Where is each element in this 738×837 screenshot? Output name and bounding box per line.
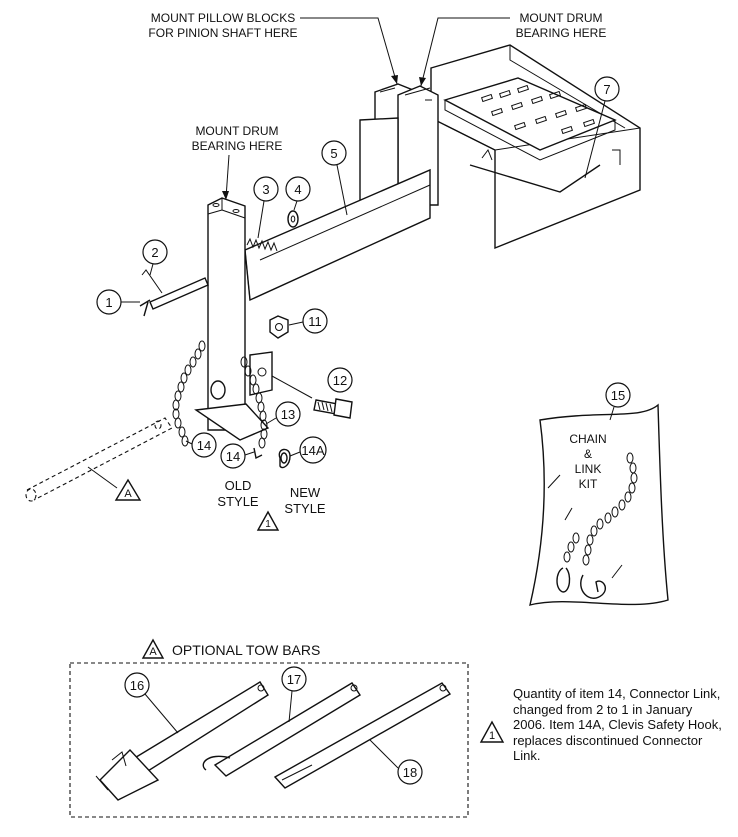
svg-text:1: 1	[489, 730, 495, 742]
part-number-2: 2	[142, 239, 168, 276]
svg-text:18: 18	[403, 765, 417, 780]
svg-text:14: 14	[197, 438, 211, 453]
svg-text:17: 17	[287, 672, 301, 687]
svg-text:11: 11	[308, 314, 322, 329]
svg-text:13: 13	[281, 407, 295, 422]
svg-text:1: 1	[105, 295, 112, 310]
safety-chains	[172, 340, 291, 469]
svg-text:&: &	[584, 447, 592, 461]
tow-bar-17: 17	[202, 666, 361, 777]
svg-text:15: 15	[611, 388, 625, 403]
tow-bar-18: 18	[273, 682, 452, 789]
svg-text:14A: 14A	[301, 443, 324, 458]
trailer-bed	[430, 44, 641, 250]
svg-text:FOR PINION SHAFT HERE: FOR PINION SHAFT HERE	[148, 26, 297, 40]
svg-text:A: A	[149, 646, 157, 658]
part-number-5: 5	[321, 140, 348, 216]
callout-drum-bearing-top: MOUNT DRUM BEARING HERE	[419, 11, 607, 87]
part-number-14A: 14A	[289, 436, 327, 464]
svg-text:KIT: KIT	[579, 477, 598, 491]
part-number-7: 7	[584, 76, 620, 179]
tow-bar-16: 16	[95, 672, 269, 801]
svg-text:MOUNT DRUM: MOUNT DRUM	[519, 11, 602, 25]
tow-bar-reference	[25, 417, 173, 502]
part-number-3: 3	[253, 176, 279, 239]
svg-text:5: 5	[330, 146, 337, 161]
optional-tow-bars-heading: A OPTIONAL TOW BARS	[141, 638, 320, 659]
svg-text:BEARING HERE: BEARING HERE	[516, 26, 607, 40]
svg-text:4: 4	[294, 182, 301, 197]
svg-text:OLD: OLD	[225, 478, 252, 493]
part-number-1: 1	[96, 289, 140, 315]
front-post	[194, 197, 273, 441]
part-number-14-left: 14	[185, 432, 217, 458]
svg-text:1: 1	[265, 519, 271, 530]
svg-text:LINK: LINK	[575, 462, 602, 476]
old-style-label: OLD STYLE	[217, 478, 259, 509]
svg-text:NEW: NEW	[290, 485, 321, 500]
svg-text:7: 7	[603, 82, 610, 97]
fasteners	[269, 315, 353, 419]
svg-text:3: 3	[262, 182, 269, 197]
revision-triangle-marker: 1	[256, 510, 280, 531]
main-beam	[244, 168, 431, 302]
pin-assembly	[139, 210, 299, 317]
svg-text:MOUNT PILLOW BLOCKS: MOUNT PILLOW BLOCKS	[151, 11, 295, 25]
tow-bar-triangle-marker: A	[87, 466, 142, 501]
rear-posts	[359, 83, 439, 206]
note-triangle-marker: 1	[479, 720, 505, 743]
svg-text:CHAIN: CHAIN	[569, 432, 606, 446]
part-number-4: 4	[285, 176, 311, 211]
callout-drum-bearing-left: MOUNT DRUM BEARING HERE	[192, 124, 283, 200]
callout-pillow-blocks: MOUNT PILLOW BLOCKS FOR PINION SHAFT HER…	[148, 11, 398, 85]
revision-note: Quantity of item 14, Connector Link, cha…	[513, 686, 722, 763]
svg-text:STYLE: STYLE	[284, 501, 326, 516]
svg-text:2: 2	[151, 245, 158, 260]
svg-text:A: A	[124, 488, 132, 500]
svg-text:16: 16	[130, 678, 144, 693]
svg-text:14: 14	[226, 449, 240, 464]
chain-kit: 15 CHAIN & LINK KIT	[529, 382, 669, 606]
svg-text:BEARING HERE: BEARING HERE	[192, 139, 283, 153]
svg-text:12: 12	[333, 373, 347, 388]
optional-tow-bars-box	[69, 662, 469, 818]
part-number-14-right: 14	[220, 443, 255, 469]
part-number-11: 11	[288, 308, 328, 334]
svg-text:STYLE: STYLE	[217, 494, 259, 509]
svg-text:OPTIONAL TOW BARS: OPTIONAL TOW BARS	[172, 642, 320, 658]
new-style-label: NEW STYLE	[284, 485, 326, 516]
part-number-13: 13	[265, 401, 301, 427]
part-number-12: 12	[271, 367, 353, 399]
svg-text:MOUNT DRUM: MOUNT DRUM	[195, 124, 278, 138]
